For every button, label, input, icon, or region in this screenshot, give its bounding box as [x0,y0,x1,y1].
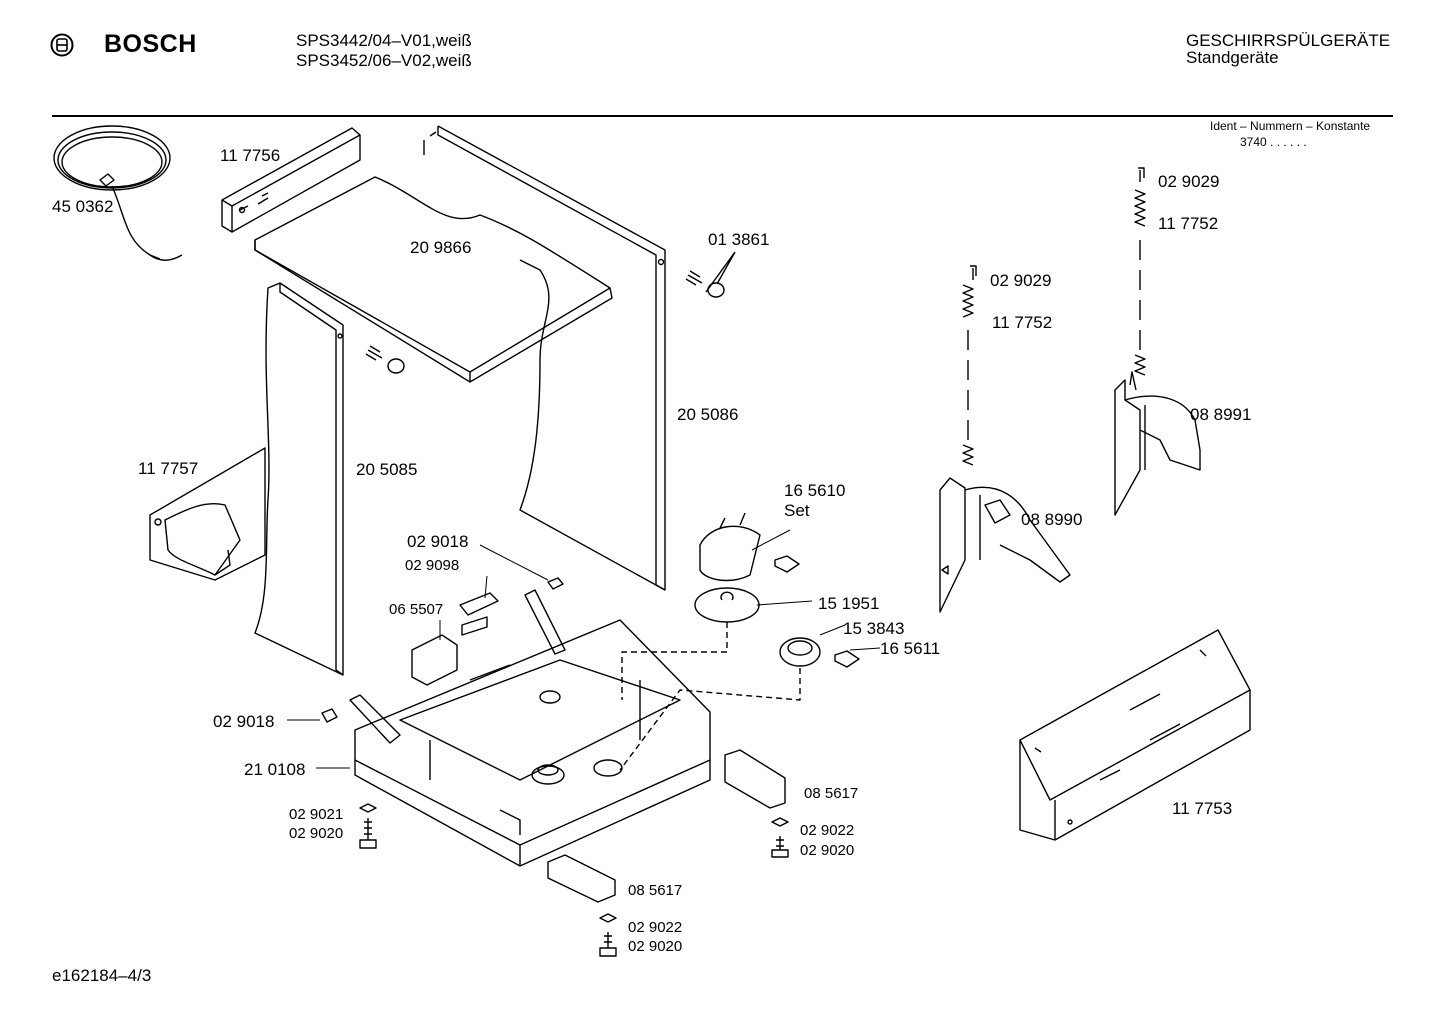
part-label: 08 5617 [804,785,859,802]
part-label: 11 7752 [1158,214,1219,233]
document-id: e162184–4/3 [52,966,152,985]
part-label: 02 9021 [289,806,344,823]
part-label: 16 5610 [784,481,846,500]
part-label: 02 9020 [628,938,683,955]
part-label: 11 7756 [220,146,281,165]
part-label: 15 3843 [843,619,905,638]
leader-lines [287,529,881,769]
part-label: 20 5086 [677,405,739,424]
pump-parts [619,512,860,771]
side-panel-part [254,282,344,676]
front-panel-part [1019,629,1251,841]
part-label: 11 7753 [1172,799,1233,818]
brand-name: BOSCH [104,30,197,58]
part-label: 02 9098 [405,557,460,574]
part-label: 16 5611 [880,639,941,658]
part-label: Set [784,501,810,520]
part-label: 08 8991 [1190,405,1252,424]
part-label: 20 5085 [356,460,418,479]
part-label: 20 9866 [410,238,472,257]
screw-part [365,251,736,374]
model-line-2: SPS3452/06–V02,weiß [296,51,472,70]
category-title: GESCHIRRSPÜLGERÄTE [1186,31,1391,50]
top-cover-part [254,176,613,383]
header-rule [52,115,1393,117]
part-label: 01 3861 [708,230,770,249]
back-panel-part [423,125,666,591]
part-label: 08 8990 [1021,510,1083,529]
ident-label: Ident – Nummern – Konstante [1210,119,1371,133]
part-label: 45 0362 [52,197,114,216]
hinge-left-part [939,477,1071,613]
part-label: 02 9018 [213,712,275,731]
part-label: 11 7752 [992,313,1053,332]
part-label: 02 9029 [990,271,1052,290]
part-label: 02 9022 [800,822,855,839]
feet-and-screws [359,749,789,957]
part-label: 02 9018 [407,532,469,551]
ident-value: 3740 . . . . . . [1240,135,1307,149]
part-label: 02 9022 [628,919,683,936]
part-label: 21 0108 [244,760,306,779]
spring-part [962,167,1146,466]
base-tub-part [349,589,711,867]
model-line-1: SPS3442/04–V01,weiß [296,31,472,50]
hinge-right-part [1114,371,1201,516]
part-label: 02 9020 [800,842,855,859]
part-label: 08 5617 [628,882,683,899]
power-cord-part [53,125,183,261]
subcategory-title: Standgeräte [1186,48,1279,67]
lower-bracket-part [149,447,266,581]
part-label: 02 9020 [289,825,344,842]
part-label: 06 5507 [389,601,444,618]
bosch-logo-icon [50,33,74,57]
part-label: 15 1951 [818,594,880,613]
part-label: 11 7757 [138,459,199,478]
part-label: 02 9029 [1158,172,1220,191]
small-components [321,577,564,723]
top-rail-part [221,127,361,233]
